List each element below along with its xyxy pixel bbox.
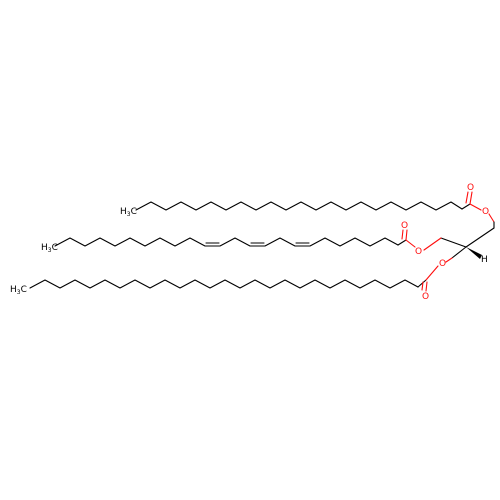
middle-ester-oxygen: O (415, 247, 422, 257)
bottom-carbonyl-oxygen: O (422, 292, 429, 302)
top-ester-oxygen: O (482, 207, 489, 217)
top-carbonyl-oxygen: O (467, 183, 474, 193)
middle-carbonyl-oxygen: O (401, 221, 408, 231)
top-acyl-chain (135, 191, 482, 211)
stereo-hydrogen: H (481, 255, 488, 265)
glycerol-backbone (423, 213, 495, 263)
svg-text:H3C: H3C (120, 207, 137, 218)
svg-text:H3C: H3C (10, 285, 27, 296)
middle-acyl-chain (54, 229, 416, 248)
svg-text:H3C: H3C (41, 243, 58, 254)
middle-methyl-label: H3C (41, 243, 58, 254)
bottom-acyl-chain (29, 265, 439, 292)
bottom-methyl-label: H3C (10, 285, 27, 296)
top-methyl-label: H3C (120, 207, 137, 218)
bottom-ester-oxygen: O (439, 259, 446, 269)
